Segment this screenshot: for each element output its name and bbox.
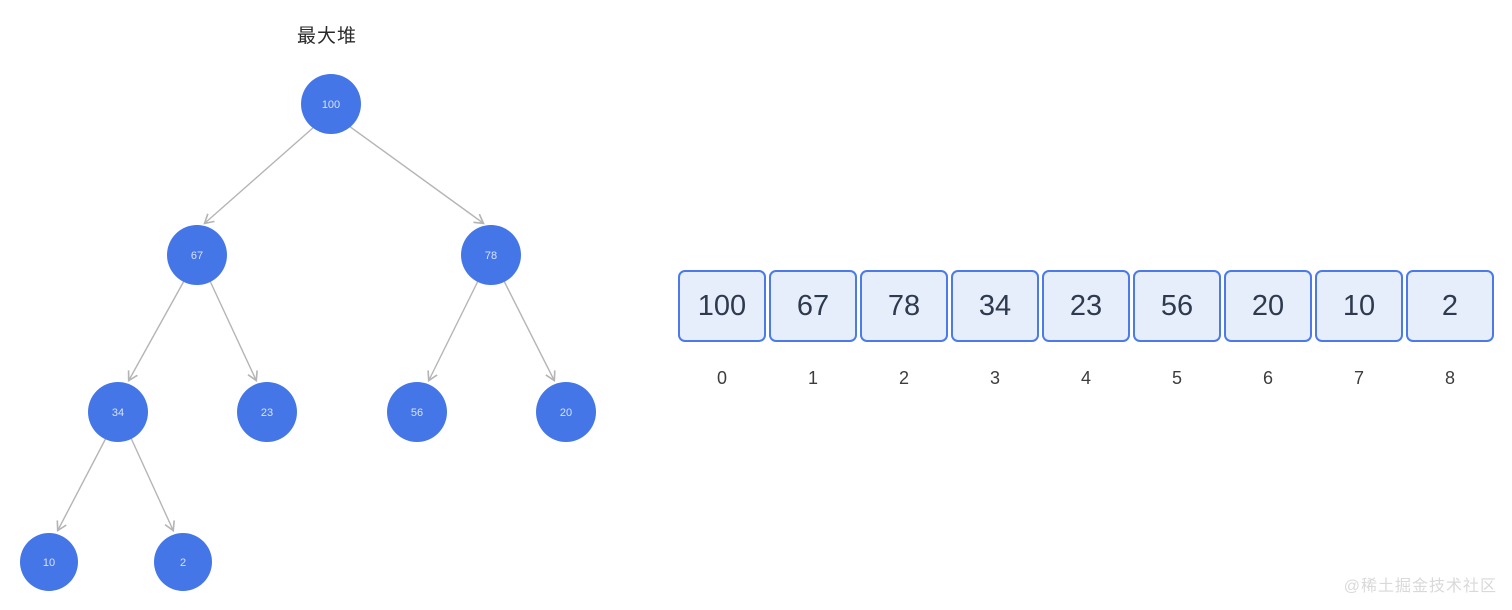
tree-node-circle: [387, 382, 447, 442]
tree-node-value: 2: [180, 557, 186, 569]
array-cell: 100: [678, 270, 766, 342]
array-index-label: 5: [1171, 368, 1182, 388]
tree-node-value: 10: [43, 557, 55, 569]
array-cell: 2: [1406, 270, 1494, 342]
tree-node-circle: [536, 382, 596, 442]
array-cell-value: 10: [1342, 289, 1376, 322]
array-cell: 56: [1133, 270, 1221, 342]
tree-node-value: 20: [560, 407, 572, 419]
array-index-label: 8: [1444, 368, 1455, 388]
array-index-label: 7: [1353, 368, 1364, 388]
tree-edge: [130, 437, 175, 533]
tree-node-circle: [154, 533, 212, 591]
tree-node-value: 100: [322, 99, 340, 111]
array-cell-value: 67: [796, 289, 830, 322]
array-cell-value: 20: [1251, 289, 1285, 322]
tree-edge: [56, 437, 107, 533]
tree-edge: [503, 280, 556, 383]
heap-tree-diagram: 100 67 78 34 23 56 20 10: [20, 74, 596, 591]
array-cell-value: 2: [1441, 289, 1459, 322]
array-cell: 20: [1224, 270, 1312, 342]
tree-node-value: 56: [411, 407, 423, 419]
array-index-label: 0: [716, 368, 727, 388]
array-cell-value: 34: [978, 289, 1012, 322]
tree-node: 2: [154, 533, 212, 591]
array-index-label: 4: [1080, 368, 1091, 388]
tree-node: 23: [237, 382, 297, 442]
array-cell: 78: [860, 270, 948, 342]
array-cell: 67: [769, 270, 857, 342]
tree-node-circle: [88, 382, 148, 442]
tree-node-circle: [237, 382, 297, 442]
tree-node-circle: [461, 225, 521, 285]
array-index-label: 1: [807, 368, 818, 388]
tree-edges: [56, 125, 556, 533]
tree-node: 20: [536, 382, 596, 442]
diagram-title: 最大堆: [297, 26, 358, 47]
tree-node-value: 23: [261, 407, 273, 419]
array-index-label: 6: [1262, 368, 1273, 388]
array-cell-value: 78: [887, 289, 921, 322]
tree-node-circle: [167, 225, 227, 285]
array-cell: 34: [951, 270, 1039, 342]
array-cell-value: 56: [1160, 289, 1194, 322]
tree-edge: [348, 125, 485, 225]
tree-node: 10: [20, 533, 78, 591]
tree-node: 78: [461, 225, 521, 285]
array-cell: 23: [1042, 270, 1130, 342]
tree-edge: [209, 280, 258, 383]
array-cell-value: 100: [697, 289, 747, 322]
array-cell-value: 23: [1069, 289, 1103, 322]
tree-node-circle: [20, 533, 78, 591]
tree-node: 100: [301, 74, 361, 134]
tree-node: 34: [88, 382, 148, 442]
tree-edge: [127, 280, 185, 382]
tree-node: 67: [167, 225, 227, 285]
tree-edge: [203, 126, 315, 225]
array-index-label: 3: [989, 368, 1000, 388]
tree-node-circle: [301, 74, 361, 134]
array-cell: 10: [1315, 270, 1403, 342]
heap-array: 100 67 78 34 23 56 20 10 2: [678, 270, 1494, 342]
tree-node-value: 34: [112, 407, 124, 419]
tree-edge: [427, 280, 479, 383]
array-index-label: 2: [898, 368, 909, 388]
tree-node: 56: [387, 382, 447, 442]
tree-node-value: 67: [191, 250, 203, 262]
tree-node-value: 78: [485, 250, 497, 262]
heap-array-indices: 0 1 2 3 4 5 6 7 8: [678, 368, 1494, 389]
watermark: @稀土掘金技术社区: [1343, 578, 1497, 595]
